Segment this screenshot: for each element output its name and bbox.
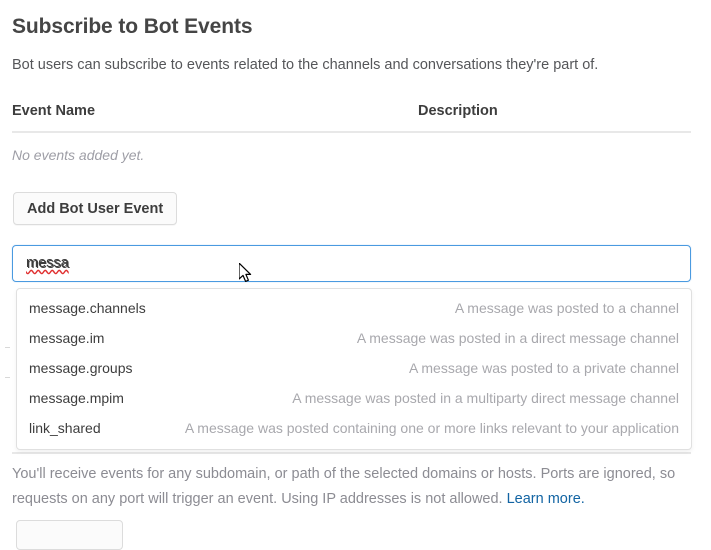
obscured-content-marker xyxy=(5,347,10,348)
suggestion-name: message.im xyxy=(29,330,105,346)
suggestion-name: message.mpim xyxy=(29,390,124,406)
list-item[interactable]: message.channels A message was posted to… xyxy=(17,293,691,323)
suggestion-name: message.groups xyxy=(29,360,133,376)
suggestion-name: link_shared xyxy=(29,420,101,436)
page-title: Subscribe to Bot Events xyxy=(12,15,253,38)
column-header-description: Description xyxy=(418,103,498,119)
obscured-content-marker xyxy=(5,377,10,378)
add-bot-user-event-button[interactable]: Add Bot User Event xyxy=(13,192,178,225)
list-item[interactable]: link_shared A message was posted contain… xyxy=(17,413,691,443)
suggestion-description: A message was posted containing one or m… xyxy=(184,420,679,436)
event-suggestions-dropdown[interactable]: message.channels A message was posted to… xyxy=(16,288,692,450)
events-table-header: Event Name Description xyxy=(12,103,691,125)
bottom-action-button[interactable] xyxy=(16,520,123,550)
event-search-input[interactable] xyxy=(12,245,691,282)
help-text: You'll receive events for any subdomain,… xyxy=(12,462,682,512)
subscribe-bot-events-page: Subscribe to Bot Events Bot users can su… xyxy=(5,15,692,550)
section-divider xyxy=(12,452,691,454)
help-text-body: You'll receive events for any subdomain,… xyxy=(12,466,676,507)
learn-more-link[interactable]: Learn more. xyxy=(506,491,585,507)
suggestion-description: A message was posted to a channel xyxy=(454,300,679,316)
list-item[interactable]: message.im A message was posted in a dir… xyxy=(17,323,691,353)
list-item[interactable]: message.groups A message was posted to a… xyxy=(17,353,691,383)
events-empty-message: No events added yet. xyxy=(12,147,145,163)
table-header-divider xyxy=(12,131,691,133)
suggestion-description: A message was posted to a private channe… xyxy=(408,360,679,376)
page-description: Bot users can subscribe to events relate… xyxy=(12,57,599,73)
suggestion-description: A message was posted in a direct message… xyxy=(356,330,679,346)
list-item[interactable]: message.mpim A message was posted in a m… xyxy=(17,383,691,413)
suggestion-name: message.channels xyxy=(29,300,146,316)
column-header-event-name: Event Name xyxy=(12,103,96,119)
suggestion-description: A message was posted in a multiparty dir… xyxy=(292,390,679,406)
